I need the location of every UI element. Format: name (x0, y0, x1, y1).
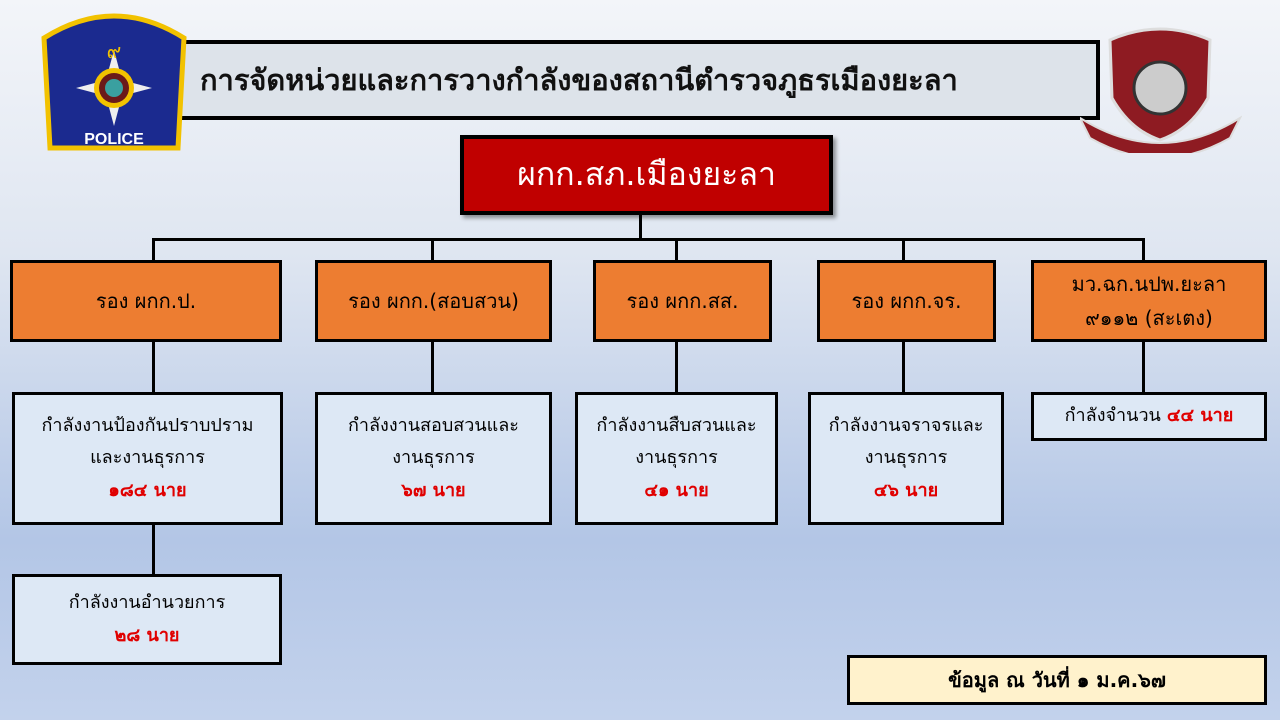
connector (675, 342, 678, 392)
data-date-text: ข้อมูล ณ วันที่ ๑ ม.ค.๖๗ (948, 668, 1166, 692)
connector (1142, 238, 1145, 260)
data-date-box: ข้อมูล ณ วันที่ ๑ ม.ค.๖๗ (847, 655, 1267, 705)
detail-text: งานธุรการ (864, 447, 948, 469)
region-9-police-logo: POLICE ๙ (41, 13, 187, 151)
unit-label: มว.ฉก.นปพ.ยะลา (1071, 272, 1227, 296)
detail-text: งานธุรการ (392, 447, 475, 469)
connector (152, 238, 155, 260)
detail-text: กำลังงานสอบสวนและ (348, 414, 519, 436)
connector (431, 238, 434, 260)
detail-text: กำลังจำนวน (1064, 405, 1161, 427)
deputy-prevention-box: รอง ผกก.ป. (10, 260, 282, 342)
unit-label: รอง ผกก.สส. (626, 289, 739, 313)
detail-box-detective: กำลังงานสืบสวนและ งานธุรการ ๔๑ นาย (575, 392, 778, 525)
unit-label: รอง ผกก.จร. (851, 289, 962, 313)
connector (902, 238, 905, 260)
personnel-count: ๔๖ นาย (873, 479, 939, 501)
detail-box-administration: กำลังงานอำนวยการ ๒๘ นาย (12, 574, 282, 665)
deputy-detective-box: รอง ผกก.สส. (593, 260, 772, 342)
detail-text: กำลังงานป้องกันปราบปราม (41, 414, 254, 436)
personnel-count: ๔๔ นาย (1166, 405, 1234, 427)
detail-text: กำลังงานสืบสวนและ (596, 414, 757, 436)
unit-label: รอง ผกก.ป. (95, 289, 197, 313)
logo-police-text: POLICE (84, 131, 144, 148)
personnel-count: ๖๗ นาย (401, 479, 466, 501)
superintendent-box: ผกก.สภ.เมืองยะลา (460, 135, 833, 215)
connector (152, 525, 155, 575)
special-unit-box: มว.ฉก.นปพ.ยะลา๙๑๑๒ (สะเตง) (1031, 260, 1267, 342)
page-title: การจัดหน่วยและการวางกำลังของสถานีตำรวจภู… (178, 40, 1100, 120)
personnel-count: ๑๘๔ นาย (108, 479, 187, 501)
detail-text: กำลังงานจราจรและ (828, 414, 984, 436)
personnel-count: ๒๘ นาย (114, 624, 180, 646)
detail-text: งานธุรการ (635, 447, 718, 469)
detail-box-investigation: กำลังงานสอบสวนและ งานธุรการ ๖๗ นาย (315, 392, 552, 525)
detail-box-traffic: กำลังงานจราจรและ งานธุรการ ๔๖ นาย (808, 392, 1004, 525)
yala-provincial-police-logo (1080, 27, 1242, 153)
connector (639, 215, 642, 241)
connector (902, 342, 905, 392)
detail-text: กำลังงานอำนวยการ (68, 592, 226, 614)
unit-label: ๙๑๑๒ (สะเตง) (1085, 306, 1213, 330)
connector (1142, 342, 1145, 392)
connector (675, 238, 678, 260)
connector (152, 238, 1145, 241)
superintendent-label: ผกก.สภ.เมืองยะลา (517, 155, 776, 194)
connector (431, 342, 434, 392)
connector (152, 342, 155, 392)
detail-text: และงานธุรการ (90, 447, 205, 469)
detail-box-prevention: กำลังงานป้องกันปราบปราม และงานธุรการ ๑๘๔… (12, 392, 283, 525)
unit-label: รอง ผกก.(สอบสวน) (348, 289, 519, 313)
personnel-count: ๔๑ นาย (644, 479, 709, 501)
detail-box-special-unit: กำลังจำนวน ๔๔ นาย (1031, 392, 1267, 441)
title-text: การจัดหน่วยและการวางกำลังของสถานีตำรวจภู… (200, 63, 958, 97)
deputy-investigation-box: รอง ผกก.(สอบสวน) (315, 260, 552, 342)
svg-text:๙: ๙ (107, 39, 122, 63)
deputy-traffic-box: รอง ผกก.จร. (817, 260, 996, 342)
